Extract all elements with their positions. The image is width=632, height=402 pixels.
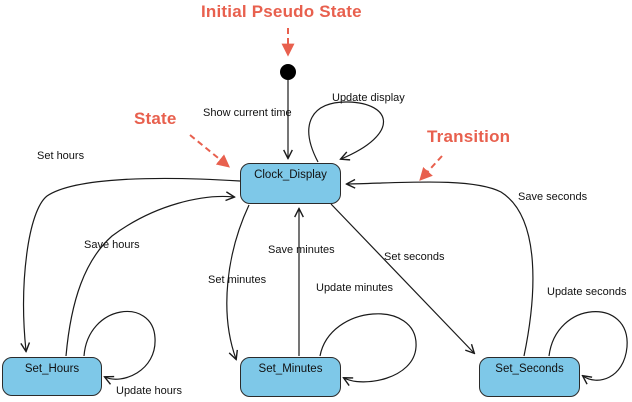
annotation-arrow-transition: [419, 155, 443, 181]
state-set-seconds: Set_Seconds: [479, 357, 580, 397]
transition-label-update-seconds: Update seconds: [547, 286, 627, 298]
transition-label-show-current-time: Show current time: [203, 107, 292, 119]
transition-path-save-seconds: [347, 182, 534, 357]
transition-path-set-hours: [24, 177, 241, 351]
initial-pseudo-state-node: [280, 64, 296, 80]
state-set-seconds-label: Set_Seconds: [495, 363, 564, 375]
transition-path-update-seconds: [548, 311, 628, 381]
annotation-initial-pseudo-state: Initial Pseudo State: [201, 2, 362, 21]
annotation-transition: Transition: [427, 127, 511, 146]
transition-label-save-minutes: Save minutes: [268, 244, 335, 256]
transition-label-set-hours: Set hours: [37, 150, 85, 162]
annotation-state: State: [134, 109, 177, 128]
transition-label-save-seconds: Save seconds: [518, 191, 588, 203]
state-set-minutes: Set_Minutes: [240, 357, 341, 397]
transition-path-set-seconds: [330, 203, 474, 353]
state-clock-display-label: Clock_Display: [254, 169, 327, 181]
transition-label-save-hours: Save hours: [84, 239, 140, 251]
transition-label-update-hours: Update hours: [116, 385, 183, 397]
transition-path-save-hours: [65, 196, 234, 357]
annotation-arrow-state: [189, 134, 231, 168]
state-set-hours-label: Set_Hours: [24, 363, 80, 375]
state-set-minutes-label: Set_Minutes: [258, 363, 323, 375]
transition-label-update-display: Update display: [332, 92, 405, 104]
transition-path-update-minutes: [319, 313, 417, 382]
transition-label-set-minutes: Set minutes: [208, 274, 267, 286]
transition-path-update-display: [308, 101, 385, 163]
transition-path-set-minutes: [226, 204, 250, 359]
transition-path-update-hours: [83, 311, 156, 379]
state-clock-display: Clock_Display: [240, 163, 341, 204]
transition-label-update-minutes: Update minutes: [316, 282, 394, 294]
transition-label-set-seconds: Set seconds: [384, 251, 445, 263]
state-set-hours: Set_Hours: [2, 357, 102, 396]
